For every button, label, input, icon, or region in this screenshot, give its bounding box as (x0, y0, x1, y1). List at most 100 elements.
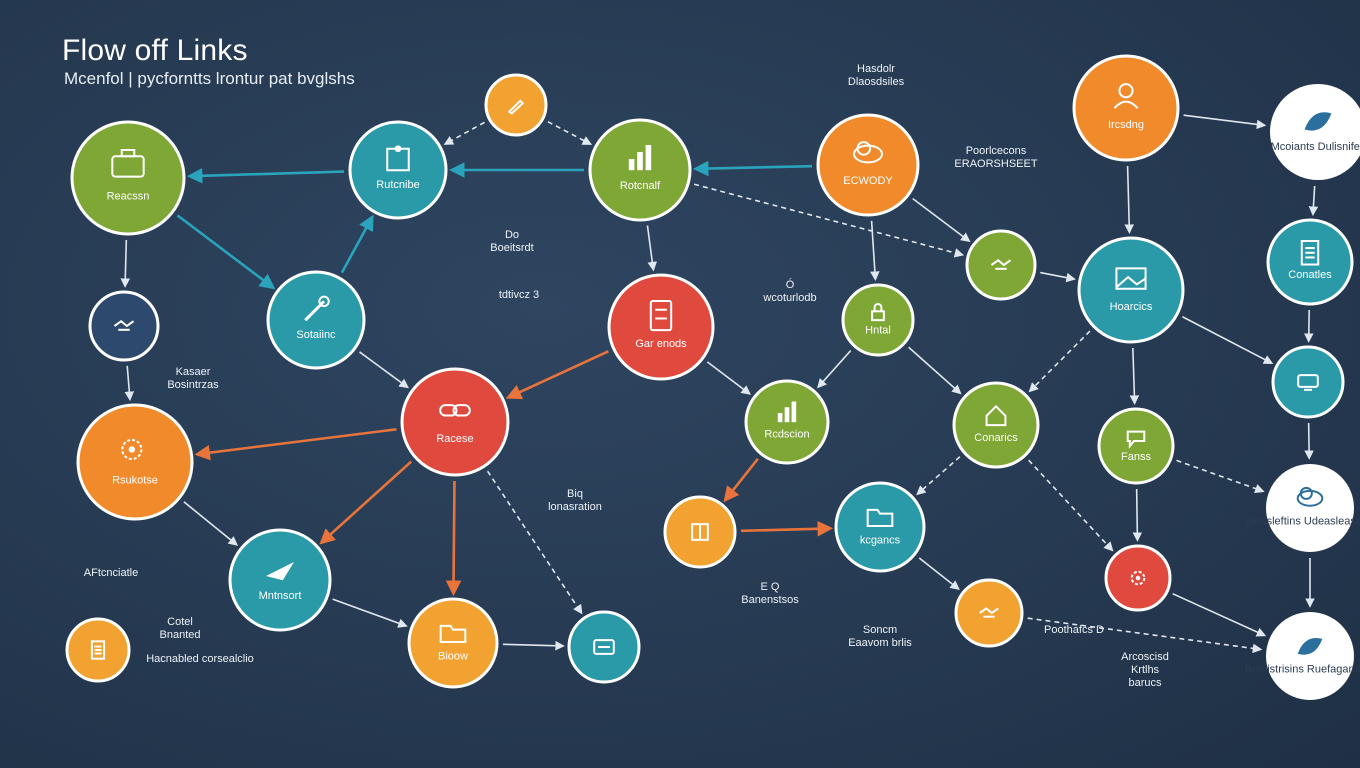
node-circle (1266, 612, 1354, 700)
node-label: Conatles (1288, 269, 1332, 281)
annotation-a4: tdtivcz 3 (499, 289, 539, 301)
annotation-line: Krtlhs (1131, 664, 1160, 676)
connector-n10-n17 (706, 361, 752, 395)
annotation-line: Soncm (863, 624, 897, 636)
image-icon (1115, 267, 1147, 290)
connector-n18-n21 (916, 456, 961, 496)
node-n25[interactable]: Bioow (407, 597, 499, 689)
node-n21[interactable]: kcgancs (834, 481, 926, 573)
cloud-icon (853, 141, 883, 164)
node-n16[interactable]: Racese (400, 367, 510, 477)
annotation-line: Arcoscisd (1121, 651, 1169, 663)
annotation-line: Banenstsos (741, 594, 799, 606)
monitor-icon (1297, 374, 1319, 391)
calculator-icon (649, 300, 673, 332)
node-circle (834, 481, 926, 573)
node-n27[interactable] (954, 578, 1024, 648)
folder-icon (439, 624, 467, 643)
annotation-line: Cotel (167, 616, 193, 628)
handshake-icon (979, 607, 999, 618)
node-n26[interactable] (567, 610, 641, 684)
node-label: Brsnistrisins Ruefagamhes (1245, 664, 1360, 676)
connector-n20-n23 (1176, 459, 1265, 494)
connector-n21-n27 (918, 557, 960, 591)
annotation-line: barucs (1128, 677, 1162, 689)
connector-n16-n15 (194, 428, 397, 461)
connector-n28-n29 (1172, 592, 1267, 637)
node-label: Reacssn (107, 190, 150, 202)
connector-n13-n19 (1182, 316, 1274, 364)
puzzle-icon (386, 145, 410, 172)
connector-n9-n16 (359, 351, 409, 389)
node-circle (1072, 54, 1180, 162)
node-n12[interactable]: Hntal (841, 283, 915, 357)
node-label: Conarics (974, 432, 1018, 444)
node-n14[interactable]: Conatles (1266, 218, 1354, 306)
node-n3[interactable] (484, 73, 548, 137)
connector-n16-n25 (445, 480, 462, 597)
connector-n5-n12 (870, 220, 880, 282)
gears-icon (121, 438, 143, 461)
node-label: Rotcnalf (620, 180, 661, 192)
connector-n5-n4 (692, 160, 813, 177)
node-label: Bioow (438, 651, 468, 663)
document-icon (90, 640, 106, 660)
node-n30[interactable] (65, 617, 131, 683)
node-n19[interactable] (1271, 345, 1345, 419)
node-label: Mntnsort (259, 590, 302, 602)
link-icon (439, 404, 471, 417)
card-icon (593, 639, 615, 655)
chart-icon (628, 145, 652, 171)
node-n1[interactable]: Reacssn (70, 120, 186, 236)
node-n22[interactable] (663, 495, 737, 569)
rocket-icon (266, 562, 294, 581)
annotation-a10: Hacnabled corsealclio (146, 653, 254, 665)
annotation-line: E Q (761, 581, 780, 593)
node-label: ECWODY (843, 175, 893, 187)
pen-icon (507, 99, 525, 115)
connector-n15-n24 (183, 501, 239, 546)
connector-n17-n22 (723, 458, 759, 503)
annotation-line: Boeitsrdt (490, 242, 533, 254)
node-n7[interactable]: Mcoiants Dulisnifes (1270, 84, 1360, 180)
node-n11[interactable] (965, 229, 1037, 301)
node-n9[interactable]: Sotaiinc (266, 270, 366, 370)
node-circle (965, 229, 1037, 301)
annotation-line: Hasdolr (857, 63, 895, 75)
node-n6[interactable]: Ircsdng (1072, 54, 1180, 162)
annotation-line: Biq (567, 488, 583, 500)
node-n23[interactable]: Deasleftins Udeasleasrins (1246, 464, 1360, 552)
connector-n3-n2 (443, 121, 485, 145)
chat-icon (1126, 430, 1146, 449)
node-n20[interactable]: Fanss (1097, 407, 1175, 485)
connector-n24-n25 (332, 598, 408, 628)
node-n28[interactable] (1104, 544, 1172, 612)
node-n10[interactable]: Gar enods (607, 273, 715, 381)
annotation-line: ERAORSHSEET (954, 158, 1037, 170)
node-n5[interactable]: ECWODY (816, 113, 920, 217)
connector-n25-n26 (502, 640, 565, 651)
node-n8[interactable] (88, 290, 160, 362)
node-n18[interactable]: Conarics (952, 381, 1040, 469)
connector-n1-n9 (176, 214, 276, 290)
handshake-icon (990, 258, 1012, 270)
annotation-line: Poorlcecons (966, 145, 1027, 157)
connector-n13-n18 (1028, 330, 1091, 393)
node-circle (88, 290, 160, 362)
node-n17[interactable]: Rcdscion (744, 379, 830, 465)
node-label: Deasleftins Udeasleasrins (1246, 516, 1360, 528)
node-n15[interactable]: Rsukotse (76, 403, 194, 521)
connector-n6-n13 (1124, 165, 1134, 234)
node-n24[interactable]: Mntnsort (228, 528, 332, 632)
gear-icon (1130, 570, 1146, 586)
node-n13[interactable]: Hoarcics (1077, 236, 1185, 344)
node-n4[interactable]: Rotcnalf (588, 118, 692, 222)
node-circle (816, 113, 920, 217)
node-n2[interactable]: Rutcnibe (348, 120, 448, 220)
node-n29[interactable]: Brsnistrisins Ruefagamhes (1245, 612, 1360, 700)
